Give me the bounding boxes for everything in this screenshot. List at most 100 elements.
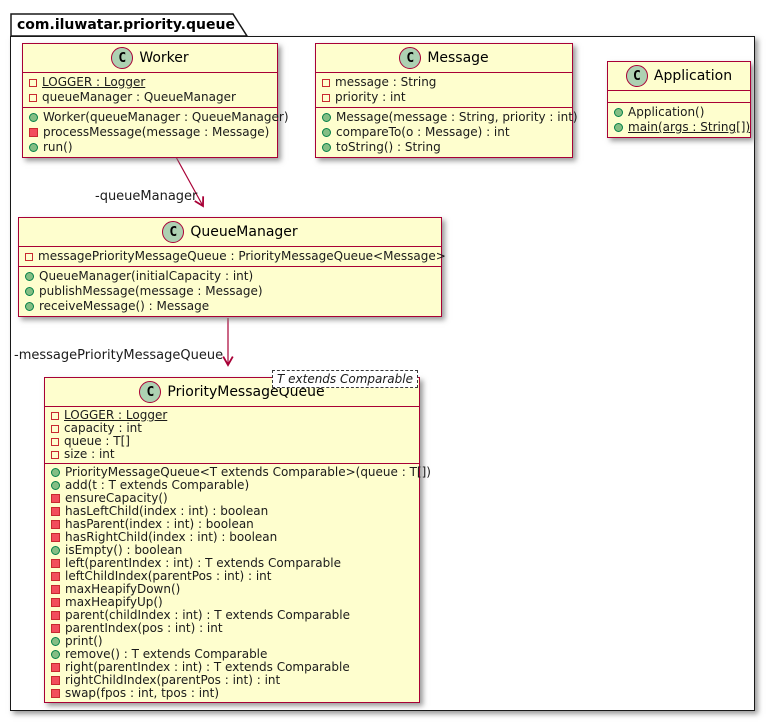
member-row: messagePriorityMessageQueue : PriorityMe… xyxy=(19,249,446,264)
member-text: main(args : String[]) xyxy=(628,120,751,134)
member-row: LOGGER : Logger xyxy=(45,409,419,422)
class-header: C PriorityMessageQueue xyxy=(45,378,419,406)
class-name: Message xyxy=(427,50,489,66)
method-public-icon xyxy=(51,637,60,646)
member-text: right(parentIndex : int) : T extends Com… xyxy=(65,660,350,674)
member-row: compareTo(o : Message) : int xyxy=(316,125,572,140)
member-text: priority : int xyxy=(335,90,406,104)
member-row: QueueManager(initialCapacity : int) xyxy=(19,269,441,284)
method-public-icon xyxy=(51,481,60,490)
member-text: ensureCapacity() xyxy=(65,491,168,505)
member-row: maxHeapifyUp() xyxy=(45,596,419,609)
member-row: main(args : String[]) xyxy=(608,120,750,135)
member-text: Worker(queueManager : QueueManager) xyxy=(43,110,289,124)
member-text: Application() xyxy=(628,105,705,119)
member-text: LOGGER : Logger xyxy=(64,408,168,422)
method-private-icon xyxy=(51,663,60,672)
member-text: leftChildIndex(parentPos : int) : int xyxy=(65,569,272,583)
member-row: priority : int xyxy=(316,90,572,105)
class-c-icon: C xyxy=(139,381,162,403)
method-private-icon xyxy=(51,624,60,633)
member-text: rightChildIndex(parentPos : int) : int xyxy=(65,673,281,687)
class-box-queuemanager: C QueueManager messagePriorityMessageQue… xyxy=(18,217,446,317)
method-public-icon xyxy=(614,123,623,132)
method-public-icon xyxy=(322,143,331,152)
member-text: publishMessage(message : Message) xyxy=(39,284,263,298)
member-row: queue : T[] xyxy=(45,435,419,448)
member-row: hasRightChild(index : int) : boolean xyxy=(45,531,419,544)
member-row: rightChildIndex(parentPos : int) : int xyxy=(45,674,419,687)
method-public-icon xyxy=(51,468,60,477)
member-row: hasLeftChild(index : int) : boolean xyxy=(45,505,419,518)
member-text: QueueManager(initialCapacity : int) xyxy=(39,269,254,283)
member-text: add(t : T extends Comparable) xyxy=(65,478,250,492)
member-text: hasLeftChild(index : int) : boolean xyxy=(65,504,269,518)
method-private-icon xyxy=(51,559,60,568)
member-row: right(parentIndex : int) : T extends Com… xyxy=(45,661,419,674)
member-row: size : int xyxy=(45,448,419,461)
member-text: run() xyxy=(43,140,73,154)
package-title: com.iluwatar.priority.queue xyxy=(17,17,235,33)
member-row: Application() xyxy=(608,105,750,120)
member-row: isEmpty() : boolean xyxy=(45,544,419,557)
member-text: message : String xyxy=(335,75,437,89)
member-text: parent(childIndex : int) : T extends Com… xyxy=(65,608,351,622)
method-public-icon xyxy=(25,272,34,281)
field-private-icon xyxy=(51,437,59,446)
method-public-icon xyxy=(29,113,38,122)
method-private-icon xyxy=(51,585,60,594)
member-row: left(parentIndex : int) : T extends Comp… xyxy=(45,557,419,570)
method-private-icon xyxy=(29,128,38,137)
member-row: message : String xyxy=(316,75,572,90)
member-text: isEmpty() : boolean xyxy=(65,543,183,557)
member-text: maxHeapifyDown() xyxy=(65,582,181,596)
class-c-icon: C xyxy=(111,47,134,69)
class-header: C Message xyxy=(316,44,572,72)
member-row: Message(message : String, priority : int… xyxy=(316,110,578,125)
member-row: leftChildIndex(parentPos : int) : int xyxy=(45,570,419,583)
member-row: PriorityMessageQueue<T extends Comparabl… xyxy=(45,466,431,479)
member-row: publishMessage(message : Message) xyxy=(19,284,441,299)
member-text: compareTo(o : Message) : int xyxy=(336,125,510,139)
fields-compartment: messagePriorityMessageQueue : PriorityMe… xyxy=(19,246,446,266)
method-public-icon xyxy=(614,108,623,117)
member-text: hasParent(index : int) : boolean xyxy=(65,517,254,531)
member-text: queueManager : QueueManager xyxy=(42,90,236,104)
method-public-icon xyxy=(51,546,60,555)
class-header: C QueueManager xyxy=(19,218,441,246)
methods-compartment: QueueManager(initialCapacity : int)publi… xyxy=(19,266,441,316)
member-row: capacity : int xyxy=(45,422,419,435)
member-row: parentIndex(pos : int) : int xyxy=(45,622,419,635)
method-public-icon xyxy=(322,128,331,137)
method-private-icon xyxy=(51,676,60,685)
field-private-icon xyxy=(322,78,330,87)
member-text: receiveMessage() : Message xyxy=(39,299,210,313)
method-public-icon xyxy=(29,143,38,152)
member-text: toString() : String xyxy=(336,140,441,154)
method-private-icon xyxy=(51,572,60,581)
field-private-icon xyxy=(51,424,59,433)
member-row: parent(childIndex : int) : T extends Com… xyxy=(45,609,419,622)
member-text: queue : T[] xyxy=(64,434,130,448)
field-private-icon xyxy=(25,252,33,261)
member-row: print() xyxy=(45,635,419,648)
method-private-icon xyxy=(51,611,60,620)
member-text: capacity : int xyxy=(64,421,142,435)
class-c-icon: C xyxy=(399,47,422,69)
member-row: swap(fpos : int, tpos : int) xyxy=(45,687,419,700)
type-parameter-box: T extends Comparable xyxy=(272,370,418,388)
methods-compartment: Worker(queueManager : QueueManager)proce… xyxy=(23,107,289,157)
member-row: add(t : T extends Comparable) xyxy=(45,479,419,492)
class-name: Worker xyxy=(139,50,189,66)
class-c-icon: C xyxy=(625,65,648,87)
class-name: Application xyxy=(653,68,733,84)
field-private-icon xyxy=(29,78,37,87)
member-row: run() xyxy=(23,140,277,155)
class-box-application: C Application Application()main(args : S… xyxy=(607,61,751,138)
member-row: Worker(queueManager : QueueManager) xyxy=(23,110,289,125)
member-text: Message(message : String, priority : int… xyxy=(336,110,578,124)
